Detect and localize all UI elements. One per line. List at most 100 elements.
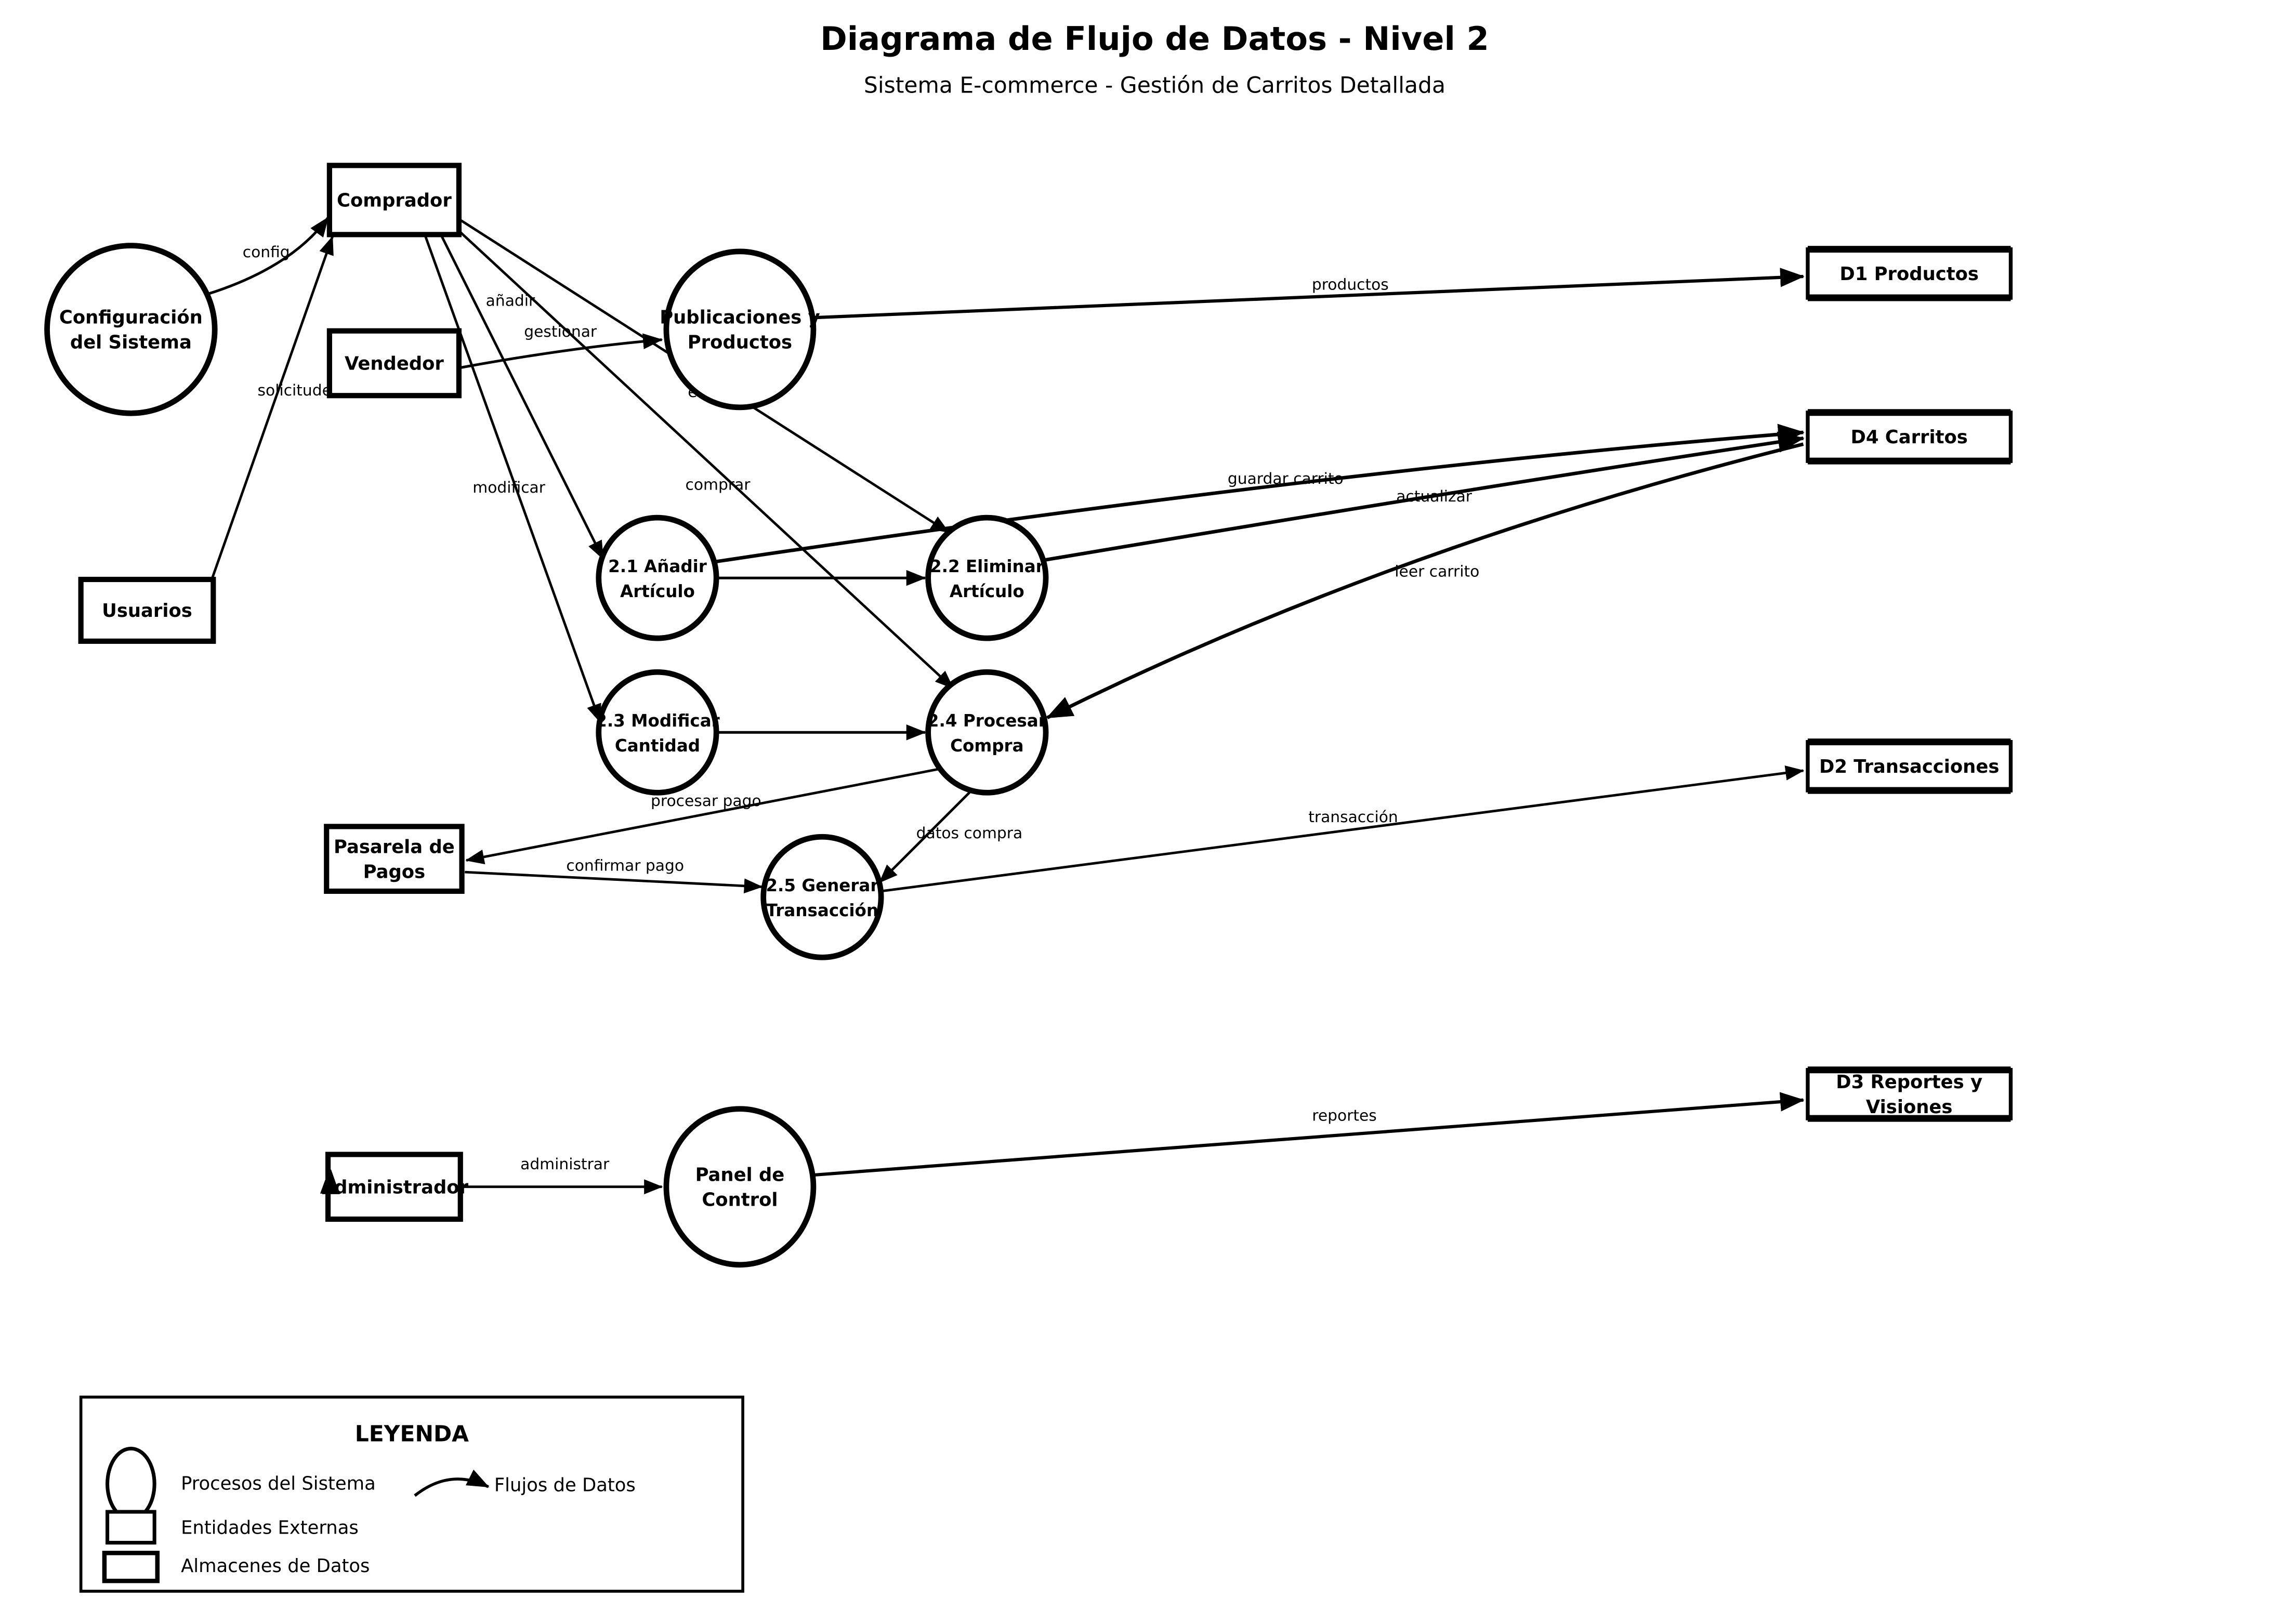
legend-flow-label: Flujos de Datos	[494, 1474, 636, 1496]
process-2-2-eliminar-articulo-label: Artículo	[950, 582, 1024, 601]
entity-vendedor: Vendedor	[326, 328, 462, 399]
page-subtitle: Sistema E-commerce - Gestión de Carritos…	[864, 73, 1445, 98]
entity-usuarios: Usuarios	[78, 576, 216, 644]
legend-flow-arrow-icon	[414, 1469, 490, 1497]
flow-reportes	[813, 1092, 1805, 1177]
process-2-2-eliminar-articulo-shape	[925, 514, 1049, 641]
flow-label-reportes: reportes	[1312, 1106, 1376, 1125]
process-2-4-procesar-compra-label: Compra	[950, 736, 1023, 756]
flow-leer-carrito	[1046, 442, 1804, 720]
store-d3-reportes-y-visiones: D3 Reportes y Visiones	[1806, 1066, 2013, 1122]
legend-process-icon	[106, 1446, 156, 1521]
flow-transaccion	[880, 765, 1805, 893]
legend: LEYENDA Procesos del Sistema Flujos de D…	[79, 1395, 744, 1593]
process-2-5-generar-transaccion-label: 2.5 Generar	[766, 876, 878, 895]
flow-label-modificar: modificar	[472, 479, 545, 497]
legend-entity-icon	[106, 1510, 156, 1545]
store-d3-reportes-y-visiones-label: D3 Reportes y	[1836, 1072, 1982, 1093]
process-configuracion-del-sistema: Configuración del Sistema	[44, 243, 218, 416]
flow-label-productos: productos	[1312, 275, 1389, 294]
process-publicaciones-y-productos-shape	[663, 248, 817, 411]
flow-label-procesar-pago: procesar pago	[651, 792, 761, 810]
flow-label-confirmar-pago: confirmar pago	[566, 856, 684, 875]
flow-label-actualizar: actualizar	[1396, 487, 1473, 506]
entity-usuarios-shape	[78, 576, 216, 644]
flow-procesar-pago	[465, 768, 939, 865]
entity-usuarios-label: Usuarios	[102, 600, 192, 622]
page-title: Diagrama de Flujo de Datos - Nivel 2	[820, 20, 1489, 58]
flow-label-comprar: comprar	[686, 476, 751, 494]
process-2-3-modificar-cantidad-shape	[596, 669, 719, 796]
flow-label-leer-carrito: leer carrito	[1395, 562, 1479, 580]
flow-datos-compra	[878, 788, 974, 883]
flow-label-config: config	[243, 243, 290, 261]
entity-pasarela-de-pagos-shape	[324, 824, 465, 894]
flow-config	[207, 217, 330, 296]
legend-store-label: Almacenes de Datos	[181, 1555, 370, 1577]
process-panel-de-control: Panel de Control	[663, 1106, 817, 1268]
entity-pasarela-de-pagos: Pasarela de Pagos	[324, 824, 465, 894]
flow-label-transaccion: transacción	[1308, 808, 1398, 826]
process-panel-de-control-shape	[663, 1106, 817, 1268]
store-d4-carritos: D4 Carritos	[1806, 409, 2013, 465]
process-publicaciones-y-productos-label: Publicaciones y	[660, 307, 820, 328]
store-d4-carritos-label: D4 Carritos	[1851, 427, 1968, 448]
entity-comprador-label: Comprador	[337, 190, 452, 212]
process-panel-de-control-label: Panel de	[695, 1164, 785, 1185]
extra-arrowheads-layer	[322, 1169, 340, 1194]
flow-confirmar-pago	[465, 870, 763, 894]
flow-solicitudes	[211, 235, 334, 580]
process-2-1-anadir-articulo-label: Artículo	[620, 582, 695, 601]
store-d2-transacciones: D2 Transacciones	[1806, 738, 2013, 794]
entity-comprador: Comprador	[326, 163, 462, 237]
store-d1-productos-label: D1 Productos	[1839, 263, 1979, 285]
process-2-1-anadir-articulo-label: 2.1 Añadir	[608, 557, 707, 576]
flow-label-solicitudes: solicitudes	[258, 381, 340, 400]
entity-pasarela-de-pagos-label: Pasarela de	[334, 836, 455, 857]
process-configuracion-del-sistema-label: Configuración	[59, 307, 203, 328]
entity-vendedor-label: Vendedor	[345, 353, 444, 375]
entity-pasarela-de-pagos-label: Pagos	[363, 861, 425, 882]
store-d3-reportes-y-visiones-label: Visiones	[1866, 1097, 1953, 1118]
diagram-nodes-layer: Configuración del Sistema CompradorVendedo…	[44, 163, 2013, 1268]
data-flows-layer: configsolicitudesañadirmodificareliminar…	[207, 217, 1805, 1195]
flow-label-guardar-carrito: guardar carrito	[1228, 470, 1344, 488]
flow-modificar	[424, 234, 601, 723]
legend-process-label: Procesos del Sistema	[181, 1473, 376, 1495]
process-publicaciones-y-productos-label: Productos	[688, 332, 792, 353]
legend-box	[79, 1395, 744, 1593]
flow-gestionar	[460, 333, 663, 369]
store-d1-productos: D1 Productos	[1806, 246, 2013, 301]
process-2-4-procesar-compra-label: 2.4 Procesar	[927, 711, 1047, 731]
process-2-2-eliminar-articulo-label: 2.2 Eliminar	[930, 557, 1044, 576]
entity-administrador-label: Administrador	[320, 1177, 469, 1198]
process-panel-de-control-label: Control	[702, 1190, 778, 1211]
entity-comprador-shape	[326, 163, 462, 237]
process-publicaciones-y-productos: Publicaciones y Productos	[660, 248, 820, 411]
process-2-3-modificar-cantidad-label: Cantidad	[615, 736, 700, 756]
process-2-1-anadir-articulo-shape	[596, 514, 719, 641]
store-d2-transacciones-label: D2 Transacciones	[1819, 756, 1999, 777]
flow-label-gestionar: gestionar	[524, 323, 597, 341]
flow-anadir	[440, 234, 604, 560]
process-configuracion-del-sistema-label: del Sistema	[70, 332, 192, 353]
flow-label-administrar: administrar	[520, 1155, 610, 1173]
process-2-4-procesar-compra-shape	[925, 669, 1049, 796]
process-2-5-generar-transaccion-shape	[760, 834, 884, 960]
administrador-in-arrowhead	[322, 1169, 340, 1194]
process-2-5-generar-transaccion-label: Transacción	[766, 901, 878, 920]
flow-productos	[813, 268, 1805, 320]
process-configuracion-del-sistema-shape	[44, 243, 218, 416]
flow-label-datos-compra: datos compra	[916, 824, 1023, 842]
process-2-3-modificar-cantidad-label: 2.3 Modificar	[595, 711, 720, 731]
legend-title: LEYENDA	[355, 1421, 469, 1447]
flow-comprar	[458, 230, 954, 690]
flow-guardar-carrito	[714, 424, 1805, 564]
entity-administrador: Administrador	[320, 1152, 469, 1222]
